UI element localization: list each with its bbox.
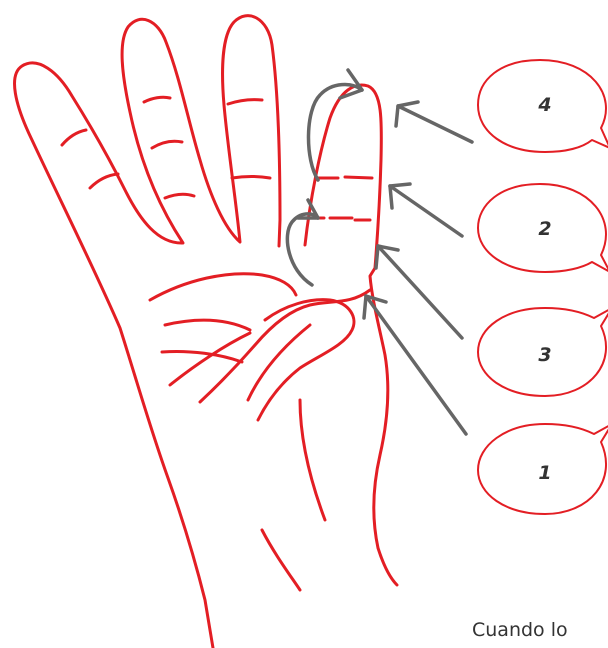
- middle-crease-2: [232, 177, 270, 179]
- ring-crease-3: [165, 194, 194, 198]
- bubble-1-label: 1: [538, 462, 551, 484]
- arrow-3: [390, 186, 462, 236]
- bubble-3: 2: [478, 184, 608, 272]
- arrow-4: [398, 106, 472, 142]
- palm-crease-upper: [150, 274, 296, 300]
- middle-crease-1: [228, 100, 262, 104]
- palm-crease-thenar: [170, 333, 250, 385]
- pinky-crease-2: [90, 174, 118, 188]
- ring-crease-2: [152, 141, 182, 148]
- arrow-2: [378, 246, 462, 338]
- bubble-2-label: 3: [538, 344, 551, 366]
- bubble-3-label: 2: [538, 218, 551, 240]
- wrist-line-left: [300, 400, 325, 520]
- palm-right-edge: [370, 268, 397, 585]
- pinky-crease-1: [62, 130, 86, 145]
- curved-arrow-bottom: [287, 214, 318, 285]
- hand-drawing: [15, 16, 397, 648]
- caption-text: Cuando lo: [472, 619, 568, 641]
- bubble-2: 3: [478, 308, 608, 396]
- palm-crease-middle: [165, 320, 250, 330]
- wrist-line-right: [262, 530, 300, 590]
- index-crease-2: [345, 177, 372, 178]
- hand-outline: [15, 16, 280, 648]
- speech-bubbles: 4 2 3 1: [478, 60, 608, 514]
- bubble-4: 4: [478, 60, 608, 152]
- bubble-1: 1: [478, 424, 608, 514]
- ring-crease-1: [144, 97, 170, 102]
- arrow-1: [366, 296, 466, 434]
- bubble-4-label: 4: [537, 94, 551, 116]
